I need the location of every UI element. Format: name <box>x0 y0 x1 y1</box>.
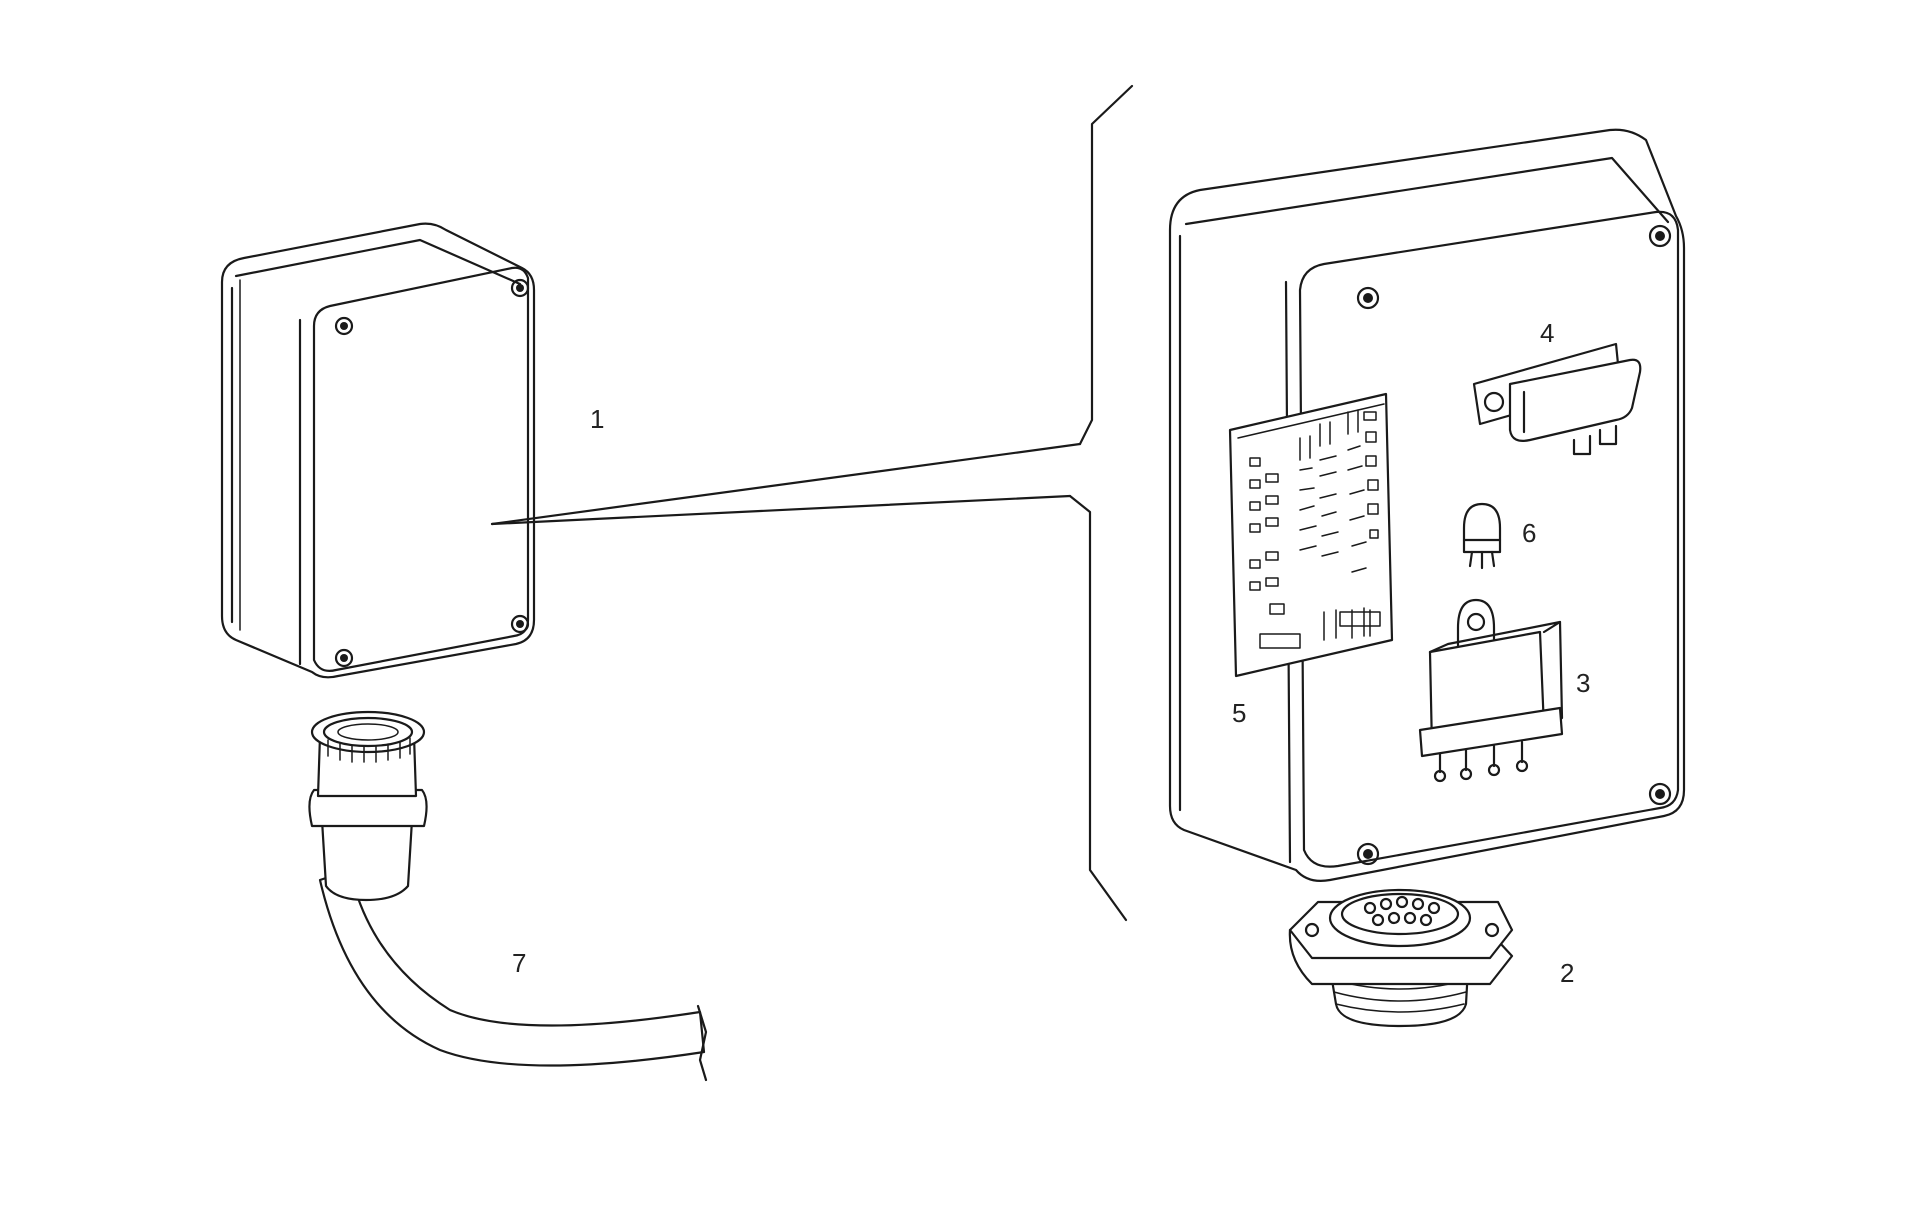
callout-4: 4 <box>1540 318 1555 348</box>
callout-1: 1 <box>590 404 605 434</box>
callout-5: 5 <box>1232 698 1247 728</box>
transistor <box>1462 502 1502 570</box>
callout-2: 2 <box>1560 958 1575 988</box>
callout-6: 6 <box>1522 518 1537 548</box>
zoom-callout-lines <box>490 84 1134 922</box>
callout-3: 3 <box>1576 668 1591 698</box>
relay <box>1418 598 1564 783</box>
plug-with-cable <box>308 710 708 1082</box>
enclosure-box-open <box>1168 128 1686 882</box>
socket-connector <box>1288 888 1514 1028</box>
dsub-connector <box>1472 342 1642 456</box>
circuit-board <box>1228 392 1394 678</box>
callout-7: 7 <box>512 948 527 978</box>
enclosure-box-closed <box>220 222 536 679</box>
